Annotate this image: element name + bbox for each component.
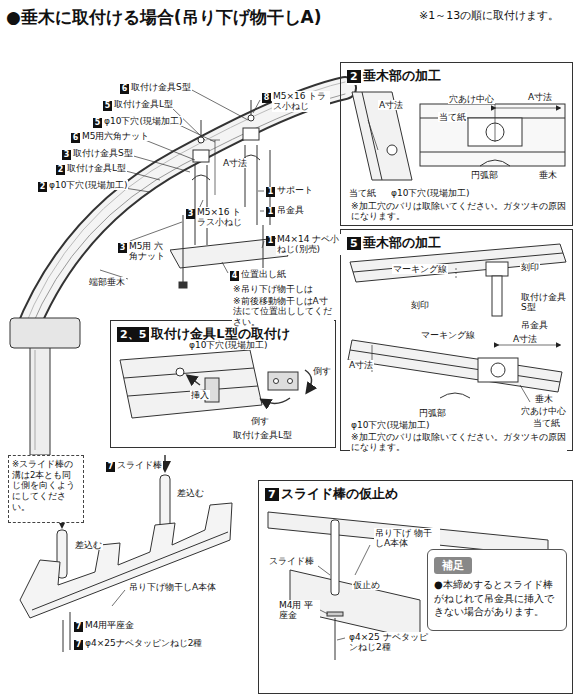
callout-number: 7 bbox=[106, 462, 115, 472]
callout-number: 7 bbox=[74, 622, 83, 632]
panel-title: スライド棒の仮止め bbox=[281, 485, 398, 503]
part-label: φ10下穴(現場加工) bbox=[390, 188, 470, 198]
panel-box: 補足 ●本締めするとスライド棒がねじれて吊金具に挿入できない場合があります。 bbox=[427, 549, 567, 631]
callout-number: 2 bbox=[56, 165, 65, 175]
part-label: 端部垂木 bbox=[88, 277, 126, 287]
part-label: A寸法 bbox=[378, 100, 404, 110]
callout-number: 7 bbox=[74, 640, 83, 650]
part-label: 取付け金具S型 bbox=[520, 292, 572, 313]
panel-title: 垂木部の加工 bbox=[363, 234, 441, 252]
part-label: M4×14 ナベ小ねじ(別売) bbox=[276, 234, 344, 255]
part-label: マーキング線 bbox=[420, 330, 476, 340]
part-label: M4用平座金 bbox=[84, 620, 136, 630]
part-label: 刻印 bbox=[520, 262, 540, 272]
part-label: 取付け金具L型 bbox=[113, 99, 174, 109]
step-number: 7 bbox=[265, 488, 279, 501]
part-label: 挿入 bbox=[190, 390, 210, 400]
part-label: ※1～13の順に取付けます。 bbox=[418, 10, 560, 23]
part-label: 円弧部 bbox=[470, 170, 499, 180]
part-label: M4用 平座金 bbox=[278, 600, 320, 621]
note-text: ※スライド棒の溝は2本とも同じ側を向くようにしてください。 bbox=[12, 459, 80, 512]
step-number: 5 bbox=[347, 237, 361, 250]
part-label: φ4×25ナベタッピンねじ2種 bbox=[84, 638, 203, 648]
part-label: 取付け金具S型 bbox=[130, 82, 192, 92]
part-label: 取付け金具L型 bbox=[66, 163, 127, 173]
panel-heading: 7スライド棒の仮止め bbox=[265, 485, 401, 503]
part-label: 仮止め bbox=[352, 580, 381, 590]
part-label: 当て紙 bbox=[438, 112, 467, 122]
part-label: φ4×25 ナベタッピンねじ2種 bbox=[348, 632, 434, 653]
supplement-body: ●本締めするとスライド棒がねじれて吊金具に挿入できない場合があります。 bbox=[434, 578, 560, 619]
panel-heading: 2垂木部の加工 bbox=[347, 67, 444, 85]
part-label: 差込む bbox=[74, 540, 103, 550]
part-label: 吊り下げ 物干しA本体 bbox=[374, 528, 440, 549]
part-label: 倒す bbox=[312, 366, 332, 376]
callout-number: 1 bbox=[266, 236, 275, 246]
supplement-heading: 補足 bbox=[434, 557, 472, 574]
part-label: φ10下穴(現場加工) bbox=[103, 116, 183, 126]
callout-number: 3 bbox=[118, 243, 127, 253]
part-label: A寸法 bbox=[348, 360, 374, 370]
part-label: 当て紙 bbox=[348, 188, 377, 198]
part-label: φ10下穴(現場加工) bbox=[350, 420, 430, 430]
part-label: 吊り下げ物干しA本体 bbox=[128, 582, 217, 592]
part-label: 垂木 bbox=[534, 394, 554, 404]
part-label: 倒す bbox=[250, 416, 270, 426]
step-number: 2、5 bbox=[117, 327, 149, 342]
part-label: マーキング線 bbox=[392, 264, 448, 274]
part-label: A寸法 bbox=[512, 334, 538, 344]
callout-number: 1 bbox=[266, 187, 275, 197]
part-label: 吊金具 bbox=[520, 320, 549, 330]
part-label: M5用 六角ナット bbox=[128, 241, 170, 262]
callout-number: 3 bbox=[186, 209, 195, 219]
part-label: 位置出し紙 bbox=[240, 269, 287, 279]
part-label: M5用六角ナット bbox=[81, 131, 151, 141]
callout-number: 6 bbox=[71, 133, 80, 143]
part-label: 垂木 bbox=[538, 170, 558, 180]
callout-number: 6 bbox=[120, 84, 129, 94]
part-label: 穴あけ中心 bbox=[448, 94, 495, 104]
callout-number: 3 bbox=[62, 150, 71, 160]
panel-box: ※スライド棒の溝は2本とも同じ側を向くようにしてください。 bbox=[8, 455, 84, 523]
part-label: スライド棒 bbox=[268, 556, 315, 566]
panel-box: 7スライド棒の仮止め補足 ●本締めするとスライド棒がねじれて吊金具に挿入できない場… bbox=[258, 480, 573, 694]
step-number: 2 bbox=[347, 70, 361, 83]
part-label: M5×16 トラス小ねじ bbox=[272, 91, 330, 112]
part-label: 円弧部 bbox=[418, 408, 447, 418]
part-label: 取付け金具L型 bbox=[232, 430, 293, 440]
part-label: 差込む bbox=[176, 488, 205, 498]
part-label: ※前後移動物干しはA寸法にて位置出ししてください。 bbox=[232, 296, 334, 327]
part-label: A寸法 bbox=[527, 92, 553, 102]
callout-number: 5 bbox=[93, 118, 102, 128]
part-label: 取付け金具S型 bbox=[72, 148, 134, 158]
callout-number: 2 bbox=[38, 182, 47, 192]
callout-number: 1 bbox=[266, 207, 275, 217]
part-label: A寸法 bbox=[222, 158, 248, 168]
part-label: 穴あけ中心 bbox=[520, 406, 567, 416]
part-label: スライド棒 bbox=[116, 460, 163, 470]
part-label: φ10下穴(現場加工) bbox=[48, 180, 128, 190]
part-label: M5×16 トラス小ねじ bbox=[196, 207, 250, 228]
callout-number: 5 bbox=[103, 101, 112, 111]
callout-number: 8 bbox=[262, 93, 271, 103]
part-label: ※加工穴のバリは取除いてください。ガタツキの原因になります。 bbox=[350, 432, 567, 453]
panel-heading: 5垂木部の加工 bbox=[347, 234, 444, 252]
part-label: 当て紙 bbox=[532, 418, 561, 428]
part-label: φ10下穴(現場加工) bbox=[188, 340, 268, 350]
part-label: ※吊り下げ物干しは bbox=[232, 284, 314, 294]
page-title: ●垂木に取付ける場合(吊り下げ物干しA) bbox=[6, 6, 322, 29]
part-label: サポート bbox=[276, 185, 314, 195]
part-label: 刻印 bbox=[410, 300, 430, 310]
part-label: 吊金具 bbox=[276, 205, 305, 215]
panel-title: 垂木部の加工 bbox=[363, 67, 441, 85]
callout-number: 4 bbox=[230, 271, 239, 281]
part-label: ※加工穴のバリは取除いてください。ガタツキの原因になります。 bbox=[350, 201, 567, 222]
